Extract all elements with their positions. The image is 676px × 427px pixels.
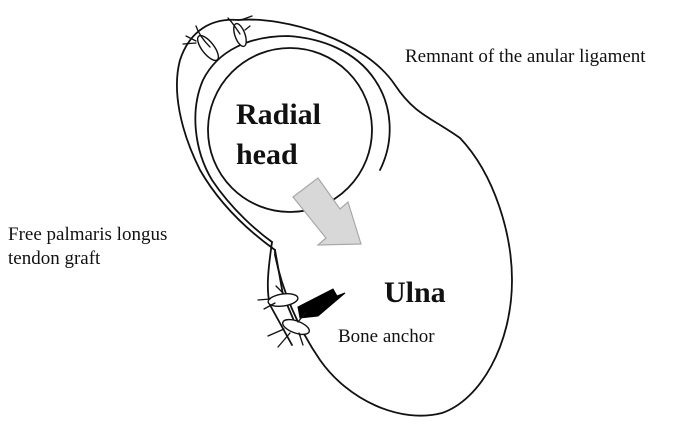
label-graft-line1: Free palmaris longus: [8, 224, 167, 245]
label-graft-line2: tendon graft: [8, 248, 101, 269]
label-radial-head-line2: head: [236, 138, 298, 171]
suture-top: [183, 16, 252, 64]
suture-bottom: [258, 286, 311, 347]
label-bone-anchor: Bone anchor: [338, 326, 435, 347]
label-ulna: Ulna: [384, 276, 446, 309]
label-remnant-anular-ligament: Remnant of the anular ligament: [405, 46, 646, 67]
label-radial-head-line1: Radial: [236, 98, 321, 131]
